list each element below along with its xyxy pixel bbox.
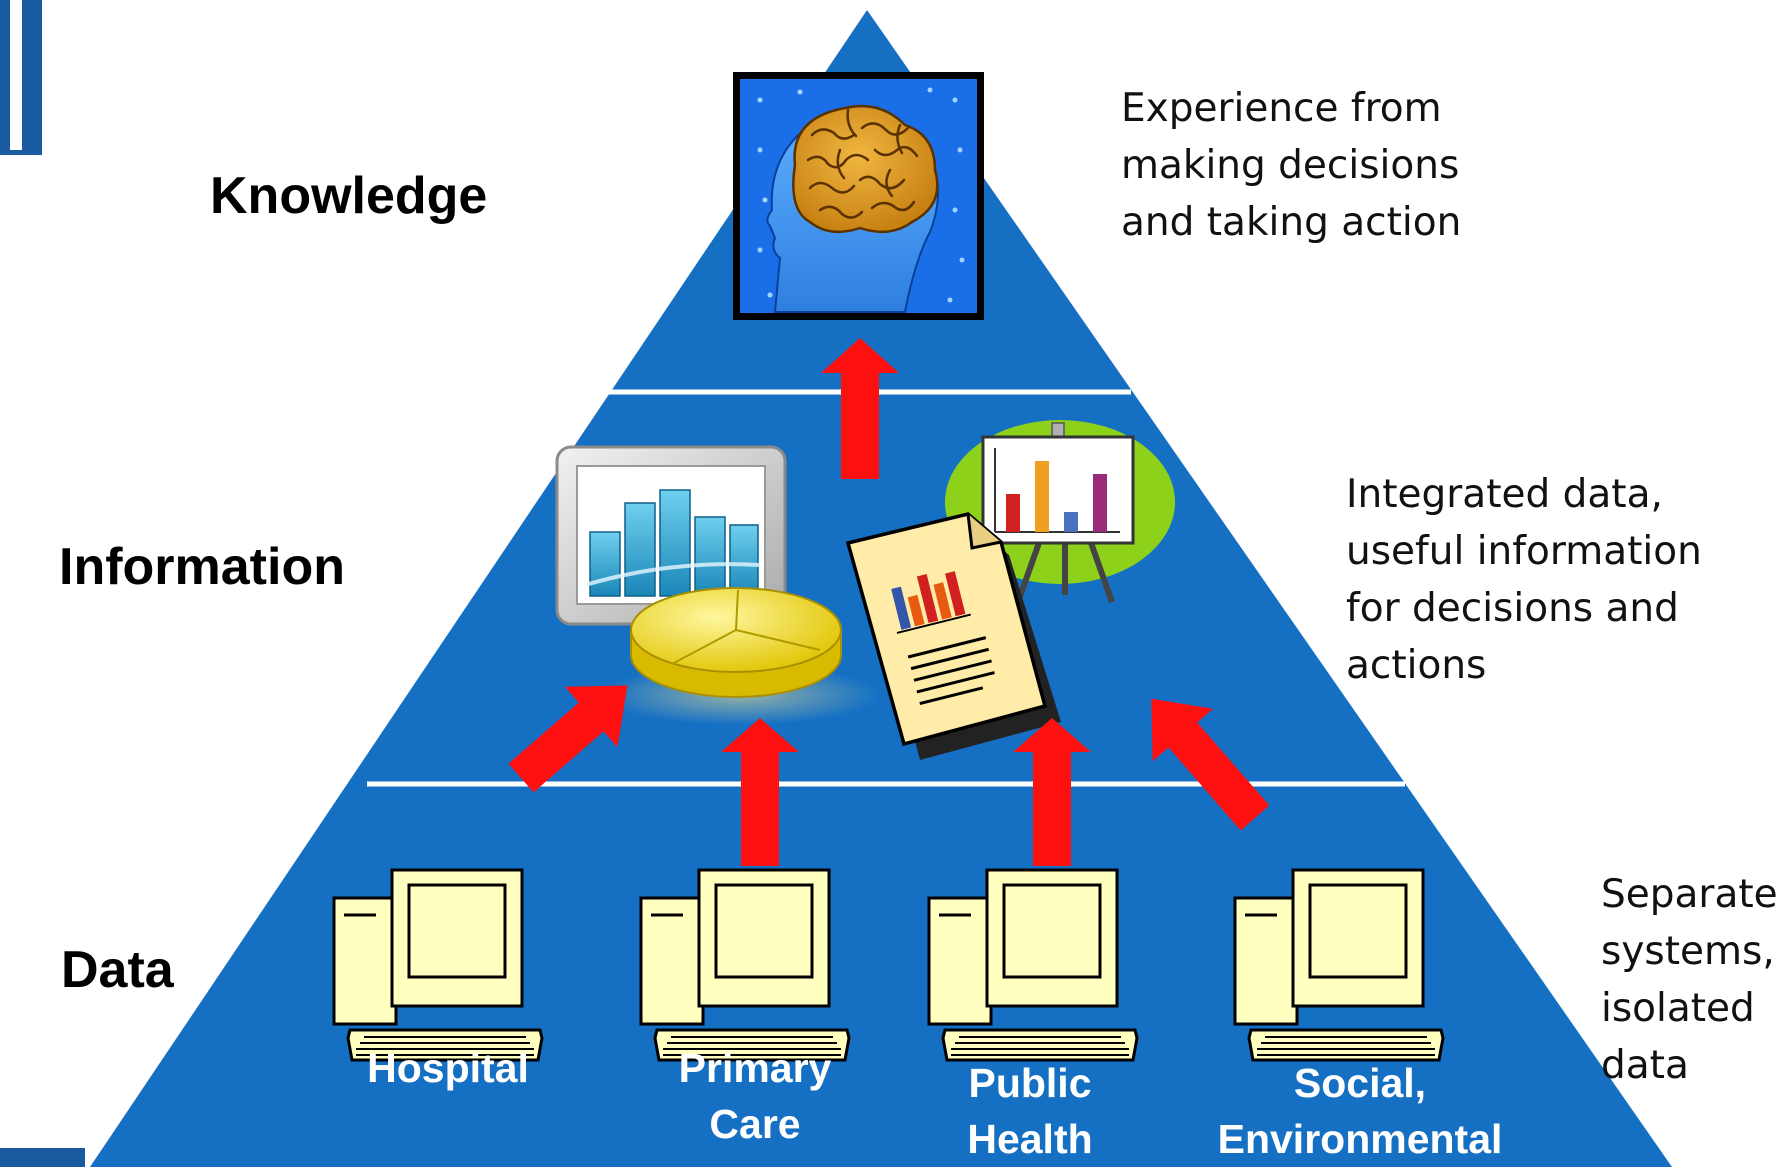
tier-description-knowledge: Experience from making decisions and tak… <box>1121 86 1462 245</box>
tier-label-data: Data <box>61 941 174 999</box>
source-label-social-environmental: Social, Environmental <box>1217 1060 1503 1162</box>
arrow-public-health-icon <box>1013 718 1091 866</box>
bar-chart-monitor-icon <box>555 445 787 626</box>
arrow-hospital-icon <box>508 685 628 793</box>
source-label-hospital: Hospital <box>367 1045 529 1091</box>
brain-head-icon <box>733 72 984 320</box>
source-label-public-health: Public Health <box>967 1060 1093 1162</box>
pie-chart-icon <box>600 587 880 725</box>
computer-icon-hospital <box>332 868 544 1062</box>
computer-icon-social <box>1233 868 1445 1062</box>
arrow-to-knowledge-icon <box>821 338 899 479</box>
tier-description-data: Separate systems, isolated data <box>1601 872 1778 1088</box>
tier-label-information: Information <box>59 538 345 596</box>
arrow-social-icon <box>1151 698 1270 831</box>
arrow-primary-care-icon <box>721 718 799 866</box>
tier-description-information: Integrated data, useful information for … <box>1346 472 1702 688</box>
computer-icon-public-health <box>927 868 1139 1062</box>
source-label-primary-care: Primary Care <box>678 1045 832 1147</box>
report-document-icon <box>845 512 1061 760</box>
computer-icon-primary-care <box>639 868 851 1062</box>
logo-fragment <box>0 0 85 1167</box>
tier-label-knowledge: Knowledge <box>210 167 488 225</box>
